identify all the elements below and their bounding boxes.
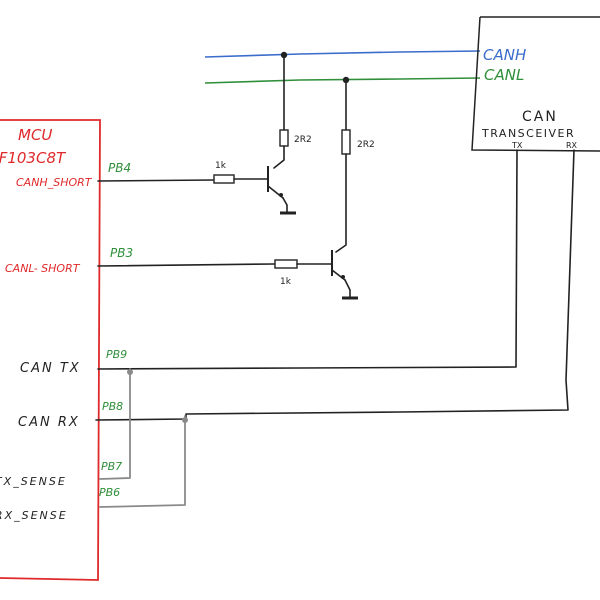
pb3-base-wire: [97, 263, 276, 267]
pin-label-pb9: PB9: [106, 348, 127, 361]
transceiver-rx-label: RX: [566, 141, 578, 150]
mcu-label-tx-sense: CAN_TX_SENSE: [0, 475, 67, 488]
transceiver-outline-left: [471, 16, 600, 152]
resistor-base-2: [274, 259, 298, 269]
rx-sense-junction: [182, 417, 188, 423]
can-bus: [204, 50, 481, 84]
pin-label-pb4: PB4: [108, 161, 131, 175]
mcu-block: MCU STM32F103C8T CANH_SHORT CANL- SHORT …: [0, 119, 101, 581]
mcu-label-canh-short: CANH_SHORT: [16, 176, 93, 189]
transistor-2-emitter-arrow: [341, 275, 345, 279]
collector-wire-1: [273, 145, 285, 169]
can-rx-wire: [95, 149, 575, 421]
pin-label-pb7: PB7: [101, 460, 122, 473]
resistor-load-2: [341, 129, 351, 155]
pin-label-pb8: PB8: [102, 400, 123, 413]
collector-wire-2: [335, 153, 347, 253]
pin-label-pb3: PB3: [110, 246, 133, 260]
transistor-1-emitter-arrow: [279, 193, 283, 197]
mcu-label-can-rx: CAN RX: [18, 415, 80, 430]
canh-bus-line: [204, 50, 481, 58]
transceiver-title: CAN: [522, 109, 558, 125]
transceiver-subtitle: TRANSCEIVER: [481, 127, 575, 140]
resistor-load-1: [279, 129, 289, 147]
transceiver-tx-label: TX: [511, 141, 523, 150]
mcu-outline: [0, 119, 101, 581]
can-tx-wire: [97, 149, 518, 370]
can-signal-wires: [95, 149, 575, 421]
can-transceiver-block: CANH CANL CAN TRANSCEIVER TX RX: [471, 16, 600, 152]
canh-short-circuit: 2R2 1k: [97, 54, 312, 215]
pin-labels: PB4 PB3 PB9 PB8 PB7 PB6: [99, 161, 133, 499]
mcu-title: MCU: [18, 126, 52, 144]
transceiver-canh-label: CANH: [483, 46, 526, 64]
canl-short-circuit: 2R2 1k: [97, 79, 375, 300]
resistor-load-2-label: 2R2: [357, 140, 375, 150]
emitter-ground-wire-2: [344, 279, 351, 299]
resistor-base-1-label: 1k: [215, 161, 227, 171]
tx-sense-junction: [127, 369, 133, 375]
sense-wires: [99, 368, 188, 508]
canl-bus-line: [204, 77, 481, 84]
pin-label-pb6: PB6: [99, 486, 120, 499]
mcu-label-canl-short: CANL- SHORT: [5, 262, 81, 275]
resistor-base-2-label: 1k: [280, 277, 292, 287]
emitter-ground-wire-1: [282, 197, 288, 214]
pb4-base-wire: [97, 179, 215, 182]
rx-sense-wire: [99, 415, 186, 508]
transceiver-canl-label: CANL: [484, 66, 524, 84]
mcu-part-number: STM32F103C8T: [0, 149, 67, 167]
resistor-load-1-label: 2R2: [294, 135, 312, 145]
tx-sense-wire: [99, 368, 131, 480]
mcu-label-can-tx: CAN TX: [20, 361, 81, 376]
resistor-base-1: [213, 174, 235, 184]
mcu-label-rx-sense: CAN_RX_SENSE: [0, 509, 68, 522]
